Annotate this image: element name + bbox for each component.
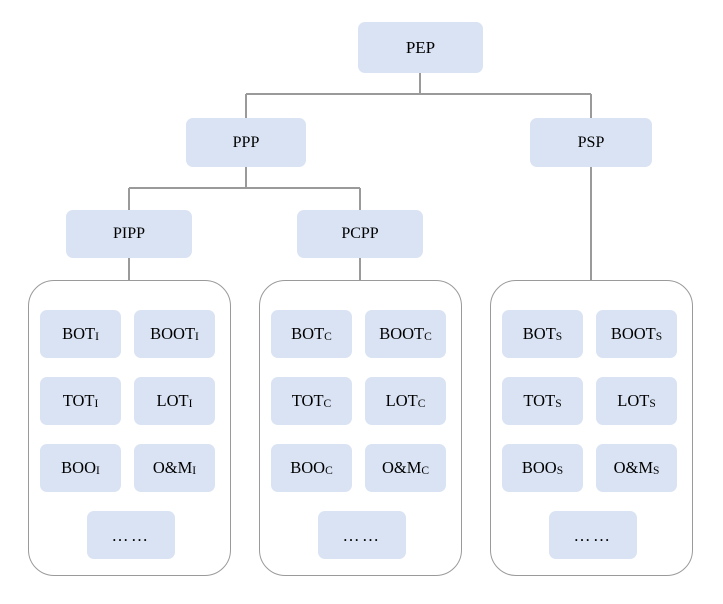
node-ppp-label: PPP <box>232 133 260 151</box>
group-box-pipp <box>28 280 231 576</box>
node-psp-label: PSP <box>577 133 605 151</box>
leaf-subscript: S <box>555 330 563 343</box>
leaf-subscript: S <box>653 464 660 477</box>
node-pep-label: PEP <box>405 38 436 57</box>
leaf-subscript: C <box>323 397 332 410</box>
leaf-subscript: C <box>421 464 430 477</box>
leaf-subscript: I <box>195 330 199 343</box>
leaf-label: LOT <box>385 390 418 410</box>
leaf-subscript: C <box>417 397 426 410</box>
node-ppp[interactable]: PPP <box>186 118 306 167</box>
leaf-subscript: S <box>555 397 562 410</box>
leaf-label: LOT <box>156 390 189 410</box>
leaf-label: TOT <box>62 390 95 410</box>
node-pep[interactable]: PEP <box>358 22 483 73</box>
leaf-label: BOT <box>522 323 556 343</box>
leaf-label: BOO <box>61 457 96 477</box>
leaf-subscript: S <box>556 464 564 477</box>
leaf-subscript: S <box>649 397 656 410</box>
ellipsis-label: …… <box>111 525 151 545</box>
group-box-pcpp <box>259 280 462 576</box>
leaf-ellipsis-c[interactable]: …… <box>318 511 406 559</box>
node-pipp-label: PIPP <box>112 225 146 242</box>
leaf-label: BOO <box>521 457 557 477</box>
leaf-subscript: I <box>96 464 100 477</box>
node-pcpp-label: PCPP <box>341 225 379 242</box>
leaf-label: BOO <box>290 457 326 477</box>
leaf-label: BOOT <box>150 323 196 343</box>
leaf-label: TOT <box>523 390 556 410</box>
leaf-label: LOT <box>617 390 650 410</box>
leaf-ellipsis-i[interactable]: …… <box>87 511 175 559</box>
leaf-subscript: C <box>324 330 332 343</box>
leaf-label: BOOT <box>379 323 425 343</box>
ellipsis-label: …… <box>573 525 613 545</box>
leaf-subscript: I <box>95 330 99 343</box>
node-pcpp[interactable]: PCPP <box>297 210 423 258</box>
leaf-label: TOT <box>291 390 324 410</box>
leaf-subscript: I <box>94 397 99 410</box>
leaf-subscript: C <box>325 464 333 477</box>
leaf-subscript: S <box>655 330 663 343</box>
node-pipp[interactable]: PIPP <box>66 210 192 258</box>
leaf-label: O&M <box>613 457 653 477</box>
leaf-subscript: I <box>192 464 197 477</box>
leaf-subscript: I <box>188 397 193 410</box>
ellipsis-label: …… <box>342 525 382 545</box>
leaf-label: O&M <box>152 457 193 477</box>
leaf-subscript: C <box>424 330 432 343</box>
node-psp[interactable]: PSP <box>530 118 652 167</box>
leaf-label: O&M <box>381 457 422 477</box>
leaf-label: BOOT <box>610 323 656 343</box>
leaf-label: BOT <box>62 323 96 343</box>
group-box-psp <box>490 280 693 576</box>
leaf-label: BOT <box>291 323 325 343</box>
leaf-ellipsis-s[interactable]: …… <box>549 511 637 559</box>
